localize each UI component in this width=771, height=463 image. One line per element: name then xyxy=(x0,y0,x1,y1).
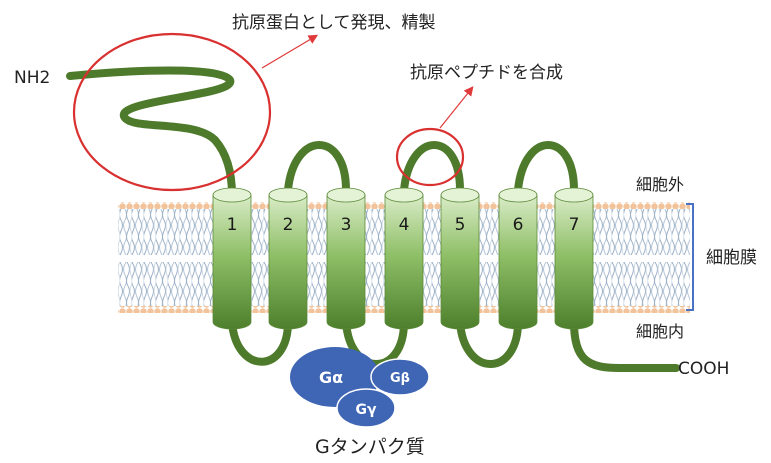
helix-4: 4 xyxy=(384,187,424,330)
membrane-bracket xyxy=(686,203,694,311)
extracellular-label: 細胞外 xyxy=(636,175,684,194)
helix-number: 3 xyxy=(341,215,352,235)
helix-number: 5 xyxy=(455,215,466,235)
helix-number: 1 xyxy=(227,215,238,235)
protein-expression-region-circle xyxy=(72,32,272,192)
helix-number: 7 xyxy=(569,215,580,235)
g-protein-complex: Gα Gβ Gγ xyxy=(290,347,430,428)
helix-number: 6 xyxy=(513,215,524,235)
helix-top-cap xyxy=(384,187,424,203)
helices: 1 2 3 4 5 6 7 xyxy=(212,187,594,330)
helix-6: 6 xyxy=(498,187,538,330)
loop-2-3-extracellular xyxy=(284,141,350,194)
helix-number: 2 xyxy=(283,215,294,235)
loop-6-7-extracellular xyxy=(514,141,578,194)
helix-2: 2 xyxy=(268,187,308,330)
helix-body xyxy=(440,194,480,330)
g-protein-label: Gタンパク質 xyxy=(315,436,425,458)
helix-top-cap xyxy=(554,187,594,203)
helix-top-cap xyxy=(212,187,252,203)
helix-3: 3 xyxy=(326,187,366,330)
membrane-label: 細胞膜 xyxy=(706,248,757,268)
c-terminus-label: COOH xyxy=(678,359,729,379)
loop-4-5-extracellular xyxy=(400,141,464,194)
n-terminal-tail xyxy=(66,66,236,199)
helix-number: 4 xyxy=(399,215,410,235)
helix-1: 1 xyxy=(212,187,252,330)
helix-top-cap xyxy=(268,187,308,203)
g-alpha-label: Gα xyxy=(319,368,343,387)
helix-7: 7 xyxy=(554,187,594,330)
intracellular-label: 細胞内 xyxy=(636,322,684,341)
helix-body xyxy=(384,194,424,330)
peptide-synthesis-region-circle xyxy=(395,127,465,187)
g-gamma-subunit xyxy=(336,388,396,428)
c-terminal-tail xyxy=(570,318,680,372)
loop-5-6-intracellular xyxy=(456,318,522,368)
helix-body xyxy=(326,194,366,330)
helix-body xyxy=(268,194,308,330)
loop-3-4-intracellular xyxy=(342,318,408,368)
helix-top-cap xyxy=(326,187,366,203)
helix-body xyxy=(212,194,252,330)
helix-body xyxy=(498,194,538,330)
peptide-synthesis-label: 抗原ペプチドを合成 xyxy=(410,63,563,83)
n-terminus-label: NH2 xyxy=(14,68,50,88)
peptide-synthesis-arrow xyxy=(439,86,474,129)
helix-body xyxy=(554,194,594,330)
protein-expression-label: 抗原蛋白として発現、精製 xyxy=(232,13,436,33)
g-gamma-label: Gγ xyxy=(355,402,376,418)
g-beta-subunit xyxy=(370,358,430,396)
protein-expression-arrow xyxy=(261,34,319,69)
helix-top-cap xyxy=(498,187,538,203)
loop-2-3-intracellular xyxy=(228,318,292,366)
helix-5: 5 xyxy=(440,187,480,330)
g-beta-label: Gβ xyxy=(390,371,410,386)
helix-top-cap xyxy=(440,187,480,203)
